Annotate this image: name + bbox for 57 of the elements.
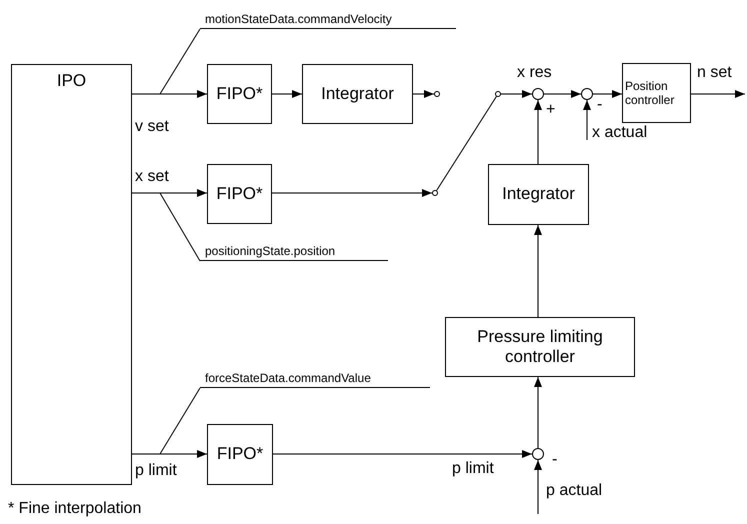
- signal-label: x res: [517, 64, 552, 82]
- summing-junction: [532, 88, 544, 100]
- arrow: [500, 90, 532, 98]
- leader-line: [160, 388, 200, 454]
- arrow: [534, 460, 542, 514]
- arrow: [583, 100, 591, 140]
- signal-name: motionStateData.commandVelocity: [200, 6, 456, 29]
- block-label: Position controller: [625, 78, 676, 108]
- leader-line: [160, 28, 200, 94]
- signal-label: +: [546, 101, 556, 119]
- signal-label: p limit: [135, 462, 177, 480]
- block-box: [488, 164, 589, 225]
- block-label: Pressure limiting controller: [476, 326, 604, 368]
- block-box: [302, 64, 413, 124]
- signal-name: x actual: [587, 124, 659, 144]
- signal-label: x set: [135, 168, 169, 186]
- signal-name: positioningState.position: [200, 238, 388, 261]
- switch-line: [436, 96, 497, 191]
- arrow: [544, 90, 582, 98]
- signal-label: p limit: [452, 460, 494, 478]
- block-label: FIPO*: [216, 444, 264, 465]
- signal-label: -: [552, 451, 558, 469]
- arrow: [132, 450, 208, 458]
- block-box: [622, 63, 691, 123]
- arrow: [534, 100, 542, 164]
- block-box: [445, 317, 635, 377]
- arrow: [272, 189, 432, 197]
- block-label: Integrator: [502, 184, 575, 205]
- arrow: [272, 450, 532, 458]
- arrow: [534, 224, 542, 318]
- signal-label: n set: [697, 64, 732, 82]
- arrow: [412, 90, 434, 98]
- arrow: [534, 376, 542, 448]
- arrow: [690, 90, 746, 98]
- contact-point: [434, 91, 440, 97]
- block-box: [207, 424, 273, 485]
- arrow: [592, 90, 622, 98]
- leader-line: [160, 192, 200, 262]
- contact-point: [495, 91, 501, 97]
- summing-junction: [581, 88, 593, 100]
- signal-label: -: [597, 96, 602, 114]
- arrow: [132, 189, 208, 197]
- block-box: [11, 64, 132, 485]
- block-label: FIPO*: [216, 84, 263, 104]
- signal-label: v set: [135, 118, 169, 136]
- arrow: [272, 90, 302, 98]
- signal-label: p actual: [546, 482, 602, 500]
- block-label: Integrator: [321, 84, 394, 104]
- summing-junction: [532, 448, 544, 460]
- block-box: [207, 64, 272, 124]
- footnote: * Fine interpolation: [8, 500, 142, 518]
- block-label: IPO: [56, 71, 86, 92]
- contact-point: [432, 190, 438, 196]
- signal-name: forceStateData.commandValue: [200, 365, 430, 388]
- block-box: [207, 164, 272, 224]
- block-label: FIPO*: [216, 184, 263, 204]
- arrow: [132, 90, 208, 98]
